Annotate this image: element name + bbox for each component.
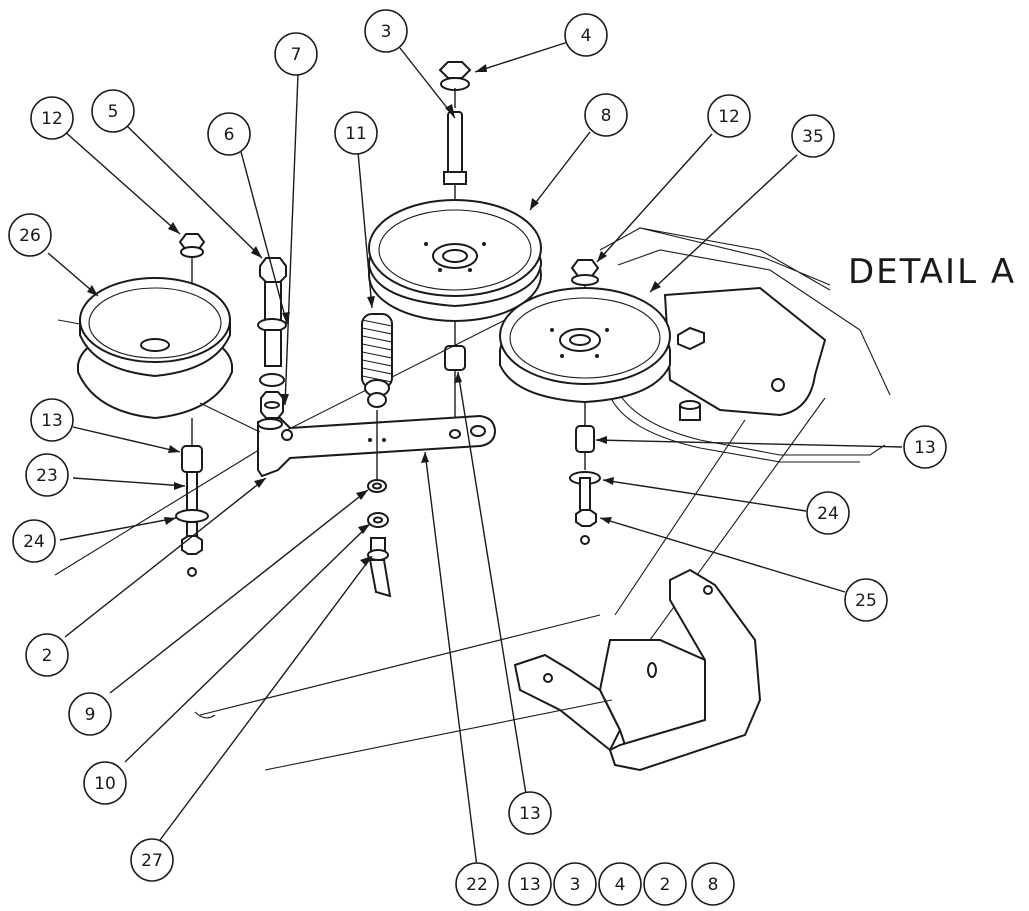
callout-c5: 5 bbox=[91, 89, 135, 133]
callout-number: 8 bbox=[601, 106, 612, 126]
callout-circle bbox=[91, 89, 135, 133]
callout-circle bbox=[25, 633, 69, 677]
callout-circle bbox=[25, 453, 69, 497]
callout-number: 11 bbox=[345, 124, 367, 144]
callout-circle bbox=[8, 213, 52, 257]
footer-part-circle bbox=[598, 862, 642, 906]
callout-c25: 25 bbox=[844, 578, 888, 622]
callout-c13c: 13 bbox=[903, 425, 947, 469]
callout-c12b: 12 bbox=[707, 94, 751, 138]
callout-circle bbox=[12, 519, 56, 563]
spring bbox=[361, 313, 393, 598]
callout-circle bbox=[83, 761, 127, 805]
callout-circle bbox=[844, 578, 888, 622]
footer-part-0: 22 bbox=[455, 862, 499, 906]
footer-part-circle bbox=[508, 862, 552, 906]
callout-number: 13 bbox=[519, 804, 541, 824]
footer-part-number: 22 bbox=[466, 875, 488, 895]
footer-part-circle bbox=[691, 862, 735, 906]
callout-number: 4 bbox=[581, 26, 592, 46]
footer-part-4: 2 bbox=[643, 862, 687, 906]
left-pulley-assembly bbox=[54, 233, 263, 577]
callout-number: 35 bbox=[802, 127, 824, 147]
callout-c2: 2 bbox=[25, 633, 69, 677]
callout-number: 24 bbox=[23, 532, 45, 552]
callout-number: 3 bbox=[381, 22, 392, 42]
callout-c24a: 24 bbox=[12, 519, 56, 563]
callout-circle bbox=[130, 838, 174, 882]
footer-part-circle bbox=[553, 862, 597, 906]
callout-c12a: 12 bbox=[30, 96, 74, 140]
callout-circle bbox=[207, 112, 251, 156]
callout-circle bbox=[274, 32, 318, 76]
callout-c13b: 13 bbox=[508, 791, 552, 835]
callout-number: 9 bbox=[85, 705, 96, 725]
callout-number: 2 bbox=[42, 646, 53, 666]
callout-number: 26 bbox=[19, 226, 41, 246]
footer-part-number: 4 bbox=[615, 875, 626, 895]
callout-circle bbox=[806, 491, 850, 535]
callout-circle bbox=[707, 94, 751, 138]
callout-number: 12 bbox=[718, 107, 740, 127]
callout-number: 5 bbox=[108, 102, 119, 122]
callout-c27: 27 bbox=[130, 838, 174, 882]
callout-c13a: 13 bbox=[30, 398, 74, 442]
callout-c10: 10 bbox=[83, 761, 127, 805]
callout-circle bbox=[364, 9, 408, 53]
footer-part-3: 4 bbox=[598, 862, 642, 906]
callout-c6: 6 bbox=[207, 112, 251, 156]
deck-bracket-assembly bbox=[194, 227, 891, 772]
idler-arm bbox=[199, 319, 506, 478]
callout-circle bbox=[30, 96, 74, 140]
callout-number: 12 bbox=[41, 109, 63, 129]
footer-part-2: 3 bbox=[553, 862, 597, 906]
footer-part-5: 8 bbox=[691, 862, 735, 906]
callout-bubbles: 12 5 6 7 3 4 11 8 12 35 26 13 23 24 2 9 10 27 13 13 24 25 bbox=[8, 9, 947, 882]
right-pulley-assembly bbox=[499, 259, 671, 545]
callout-circle bbox=[564, 13, 608, 57]
callout-number: 23 bbox=[36, 466, 58, 486]
callout-c4: 4 bbox=[564, 13, 608, 57]
callout-number: 13 bbox=[41, 411, 63, 431]
callout-c35: 35 bbox=[791, 114, 835, 158]
callout-circle bbox=[508, 791, 552, 835]
footer-part-1: 13 bbox=[508, 862, 552, 906]
callout-c23: 23 bbox=[25, 453, 69, 497]
footer-part-number: 8 bbox=[708, 875, 719, 895]
callout-c9: 9 bbox=[68, 692, 112, 736]
center-pulley-assembly bbox=[368, 61, 542, 425]
callout-number: 10 bbox=[94, 774, 116, 794]
footer-part-row: 22 13 3 4 2 8 bbox=[455, 862, 735, 906]
callout-number: 6 bbox=[224, 125, 235, 145]
callout-number: 24 bbox=[817, 504, 839, 524]
callout-c24b: 24 bbox=[806, 491, 850, 535]
callout-circle bbox=[791, 114, 835, 158]
footer-part-number: 2 bbox=[660, 875, 671, 895]
footer-part-number: 13 bbox=[519, 875, 541, 895]
callout-circle bbox=[68, 692, 112, 736]
callout-circle bbox=[30, 398, 74, 442]
leader-lines bbox=[47, 41, 903, 868]
callout-c26: 26 bbox=[8, 213, 52, 257]
callout-circle bbox=[334, 111, 378, 155]
callout-number: 7 bbox=[291, 45, 302, 65]
callout-c3: 3 bbox=[364, 9, 408, 53]
callout-c7: 7 bbox=[274, 32, 318, 76]
arrowheads bbox=[87, 64, 661, 566]
footer-part-number: 3 bbox=[570, 875, 581, 895]
footer-part-circle bbox=[455, 862, 499, 906]
callout-number: 27 bbox=[141, 851, 163, 871]
callout-c8: 8 bbox=[584, 93, 628, 137]
callout-circle bbox=[903, 425, 947, 469]
footer-part-circle bbox=[643, 862, 687, 906]
callout-circle bbox=[584, 93, 628, 137]
callout-number: 25 bbox=[855, 591, 877, 611]
callout-c11: 11 bbox=[334, 111, 378, 155]
callout-number: 13 bbox=[914, 438, 936, 458]
detail-title: DETAIL A bbox=[848, 252, 1016, 292]
